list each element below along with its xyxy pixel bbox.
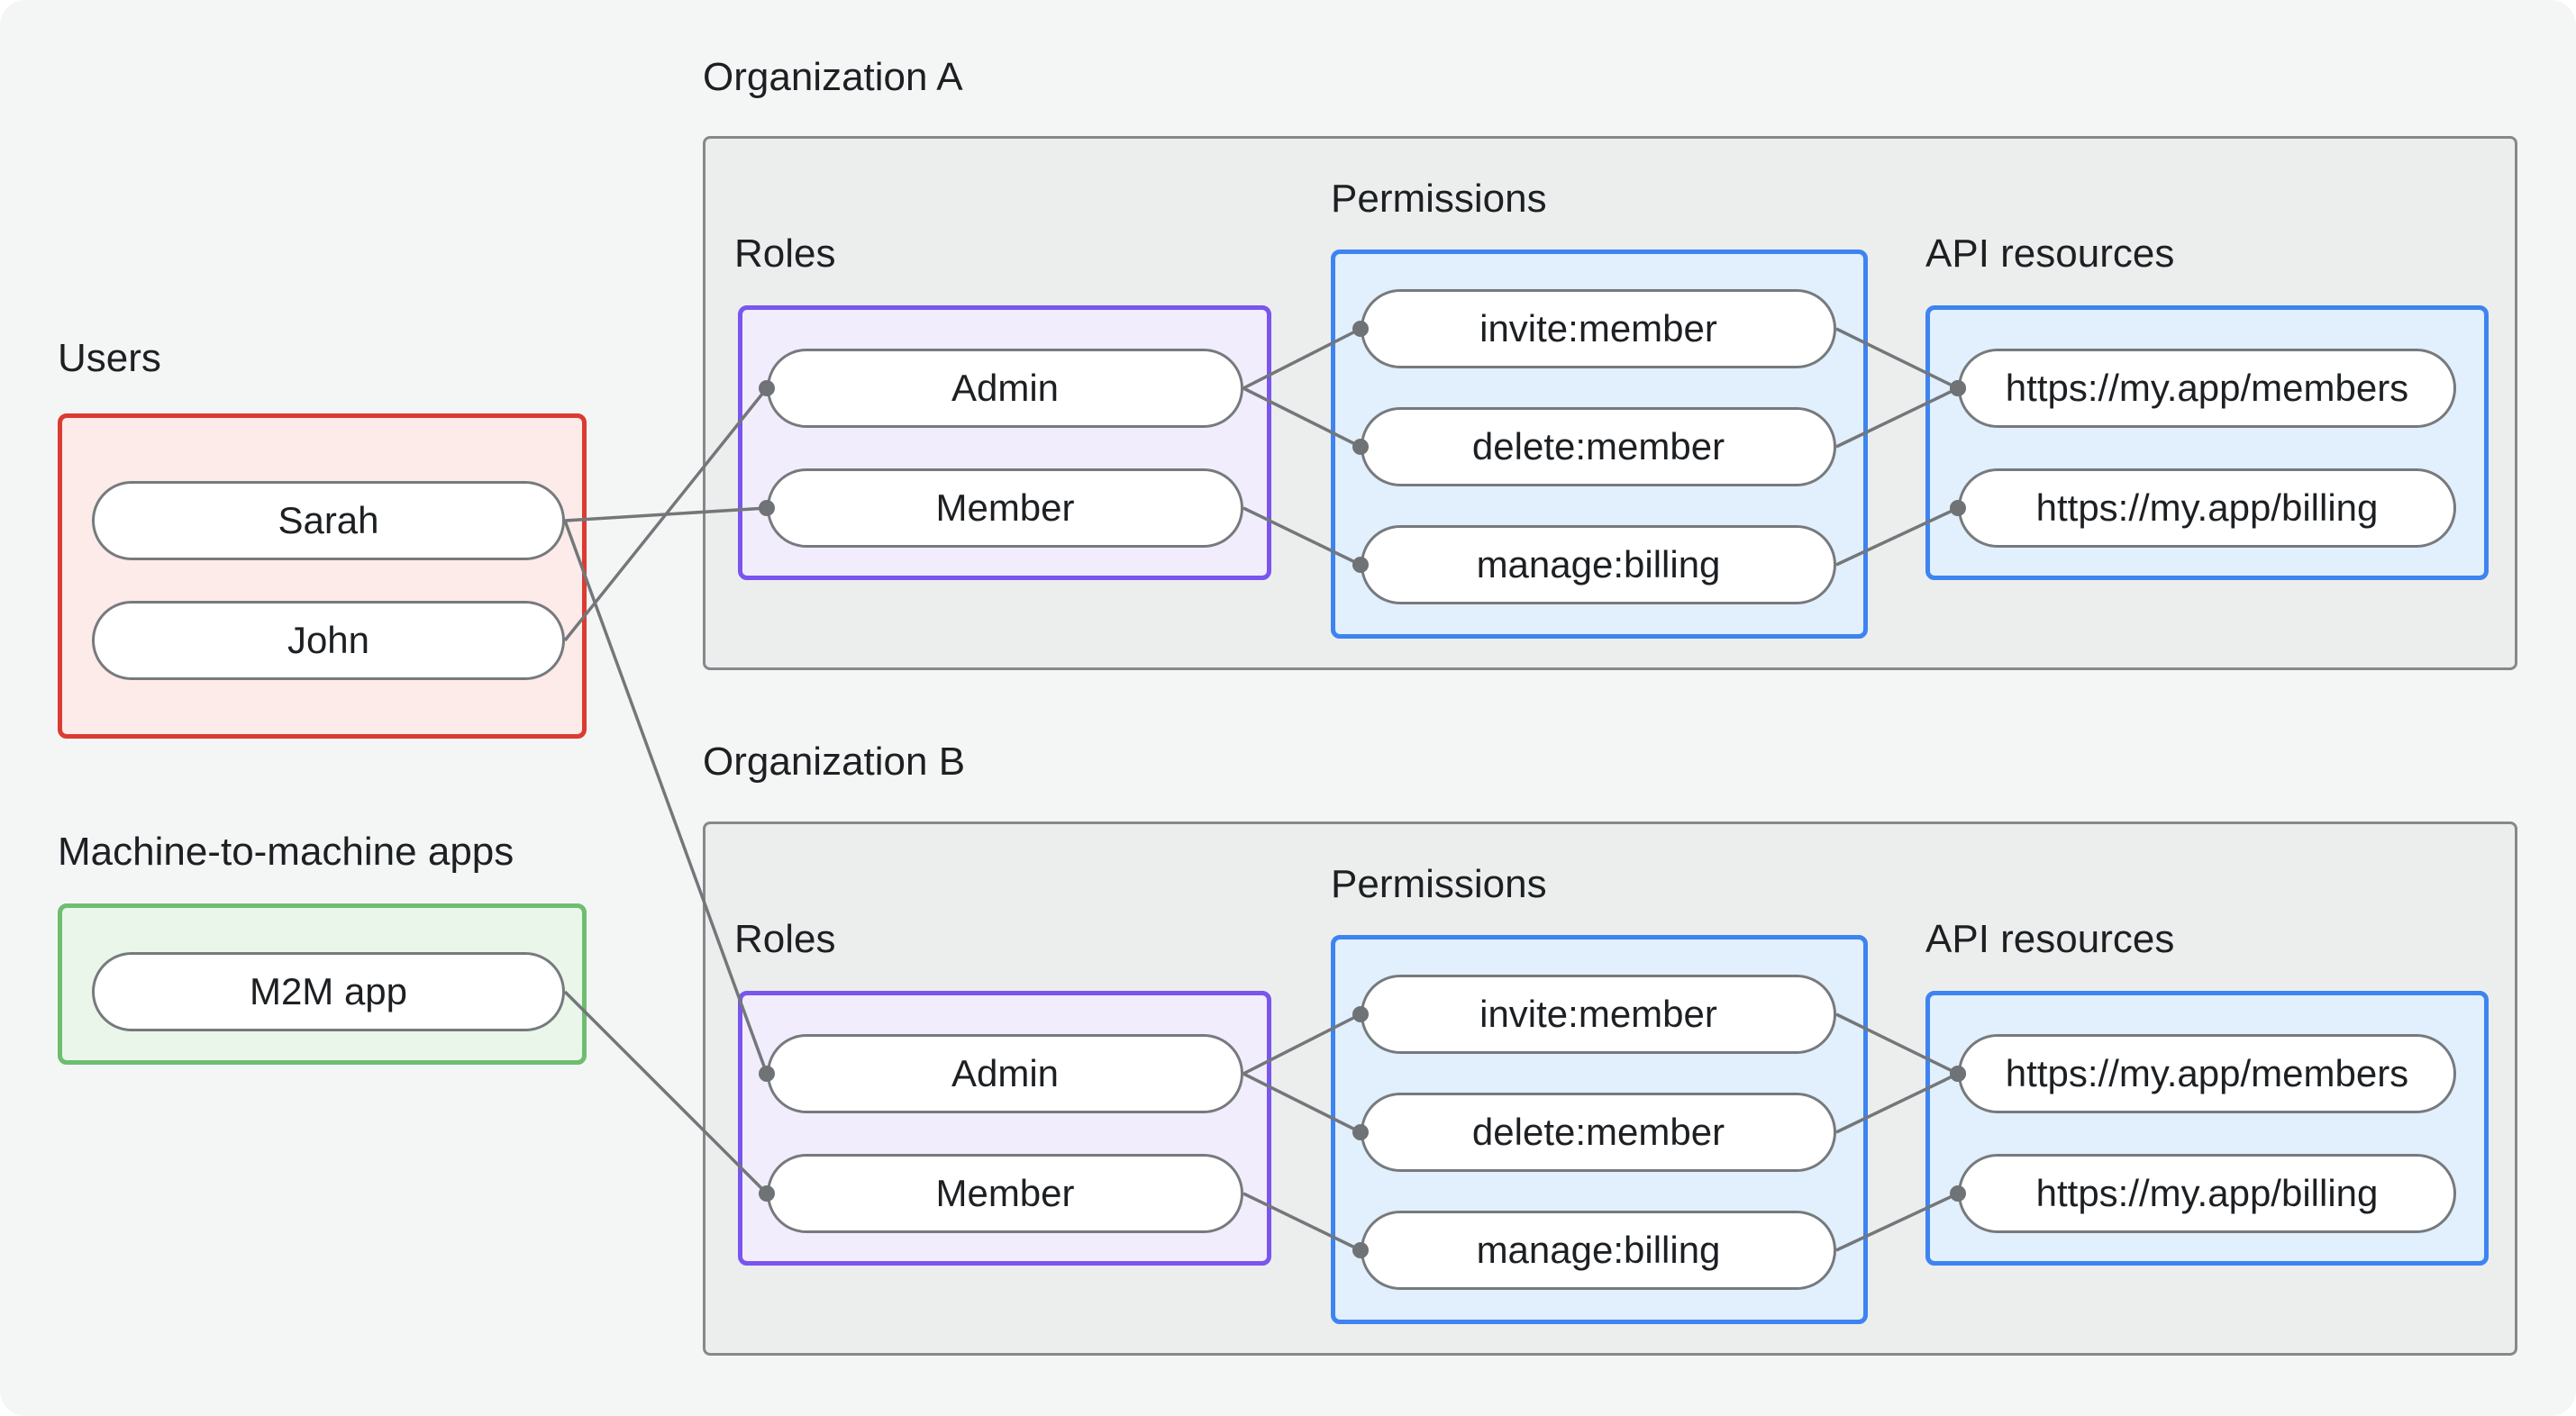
org-a-api-resources-label: API resources <box>1925 231 2175 276</box>
org-a-role-member: Member <box>767 468 1243 548</box>
org-b-roles-box: Admin Member <box>738 991 1271 1266</box>
org-a-permission-delete-member: delete:member <box>1361 407 1836 486</box>
org-a-permission-invite-member: invite:member <box>1361 289 1836 368</box>
org-a-title: Organization A <box>703 55 963 99</box>
org-b-role-admin: Admin <box>767 1034 1243 1113</box>
org-b-permissions-label: Permissions <box>1331 862 1547 906</box>
org-b-role-member: Member <box>767 1154 1243 1233</box>
org-b-permission-delete-member: delete:member <box>1361 1093 1836 1172</box>
org-a-permissions-label: Permissions <box>1331 177 1547 221</box>
m2m-group: M2M app <box>58 903 587 1065</box>
user-node-sarah: Sarah <box>92 481 565 560</box>
users-group: Sarah John <box>58 413 587 739</box>
org-b-api-resources-label: API resources <box>1925 917 2175 961</box>
org-a-permissions-box: invite:member delete:member manage:billi… <box>1331 250 1868 639</box>
org-a-api-members: https://my.app/members <box>1958 349 2456 428</box>
org-b-title: Organization B <box>703 740 966 784</box>
org-b-api-resources-box: https://my.app/members https://my.app/bi… <box>1925 991 2489 1266</box>
org-b-permission-invite-member: invite:member <box>1361 975 1836 1054</box>
org-b-container: Roles Admin Member Permissions invite:me… <box>703 821 2517 1356</box>
users-section-label: Users <box>58 336 161 380</box>
org-a-api-billing: https://my.app/billing <box>1958 468 2456 548</box>
m2m-node: M2M app <box>92 952 565 1031</box>
org-b-roles-label: Roles <box>734 917 836 961</box>
org-a-container: Roles Admin Member Permissions invite:me… <box>703 136 2517 670</box>
org-b-api-billing: https://my.app/billing <box>1958 1154 2456 1233</box>
org-a-roles-box: Admin Member <box>738 305 1271 580</box>
org-a-permission-manage-billing: manage:billing <box>1361 525 1836 604</box>
org-a-api-resources-box: https://my.app/members https://my.app/bi… <box>1925 305 2489 580</box>
org-a-roles-label: Roles <box>734 231 836 276</box>
org-a-role-admin: Admin <box>767 349 1243 428</box>
org-b-permission-manage-billing: manage:billing <box>1361 1211 1836 1290</box>
org-b-api-members: https://my.app/members <box>1958 1034 2456 1113</box>
org-b-permissions-box: invite:member delete:member manage:billi… <box>1331 935 1868 1324</box>
m2m-section-label: Machine-to-machine apps <box>58 830 514 874</box>
user-node-john: John <box>92 601 565 680</box>
